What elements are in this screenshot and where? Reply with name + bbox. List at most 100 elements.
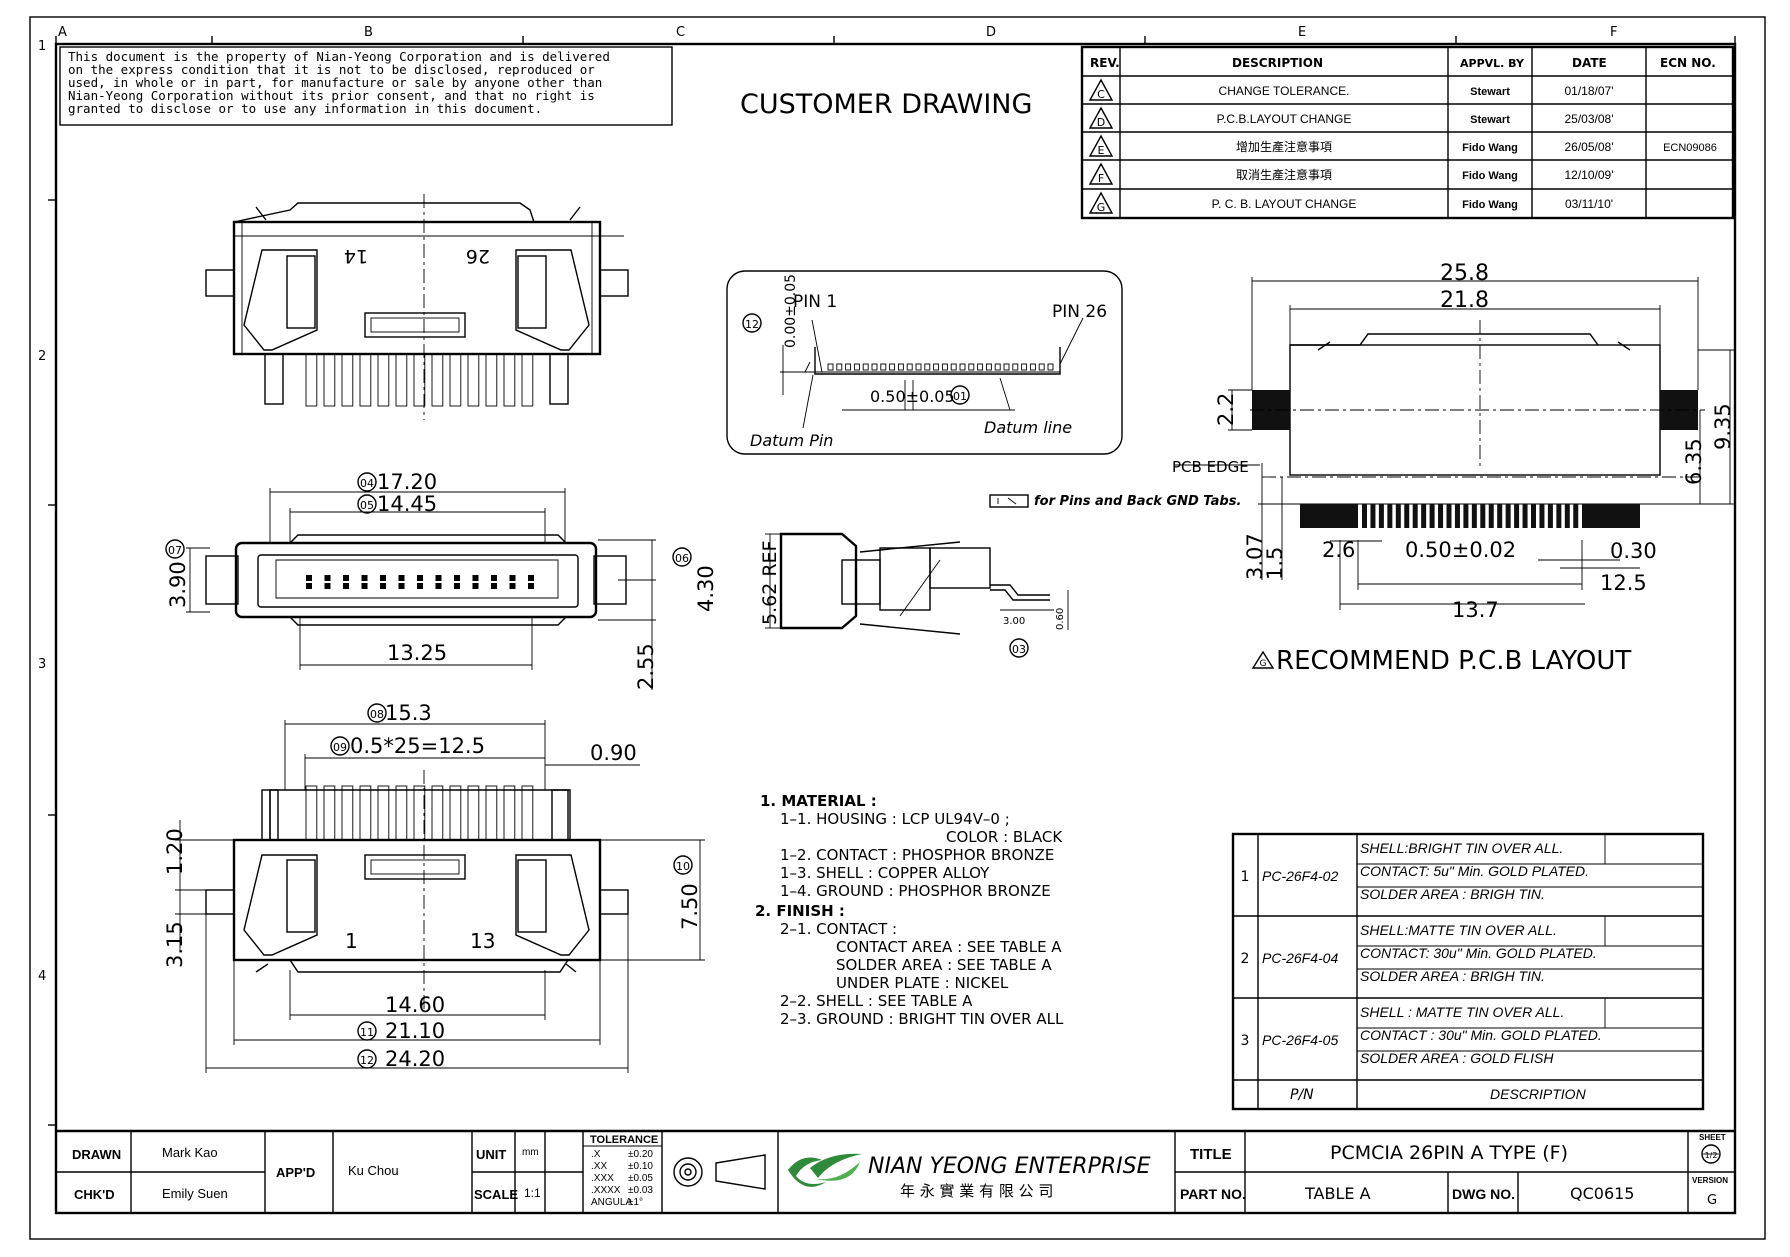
rev-description: P.C.B.LAYOUT CHANGE bbox=[1217, 112, 1352, 126]
pin-contact bbox=[467, 785, 480, 841]
pcb-pad bbox=[1531, 504, 1536, 528]
table-a-part-number: PC-26F4-05 bbox=[1262, 1032, 1338, 1048]
detail-pin bbox=[1021, 363, 1028, 371]
table-a-part-number: PC-26F4-04 bbox=[1262, 950, 1338, 966]
pcb-gnd-pad bbox=[1582, 504, 1640, 528]
zone-row: 2 bbox=[38, 349, 46, 364]
detail-pin bbox=[827, 363, 834, 371]
pcb-pad bbox=[1522, 504, 1528, 528]
balloon-12b: 12 bbox=[360, 1054, 374, 1067]
balloon-04: 04 bbox=[360, 477, 374, 490]
side-view: 5.62 REF 3.00 0.60 03 for Pins and Back … bbox=[759, 494, 1241, 658]
title-label: TITLE bbox=[1190, 1146, 1232, 1163]
pin-contact bbox=[359, 785, 372, 841]
zone-col: E bbox=[1298, 25, 1306, 40]
balloon-05: 05 bbox=[360, 499, 374, 512]
front-dim-4-30: 4.30 bbox=[694, 565, 718, 612]
rev-approved-by: Fido Wang bbox=[1462, 199, 1518, 211]
front-dim-14-45: 14.45 bbox=[377, 492, 437, 516]
tolerance-value: ±0.03 bbox=[628, 1185, 653, 1196]
pcb-pad bbox=[1446, 504, 1452, 528]
front-view: 17.20 04 14.45 05 13.25 3.90 07 4.30 06 … bbox=[165, 470, 718, 690]
zone-col: D bbox=[986, 25, 996, 40]
front-pin-dot bbox=[528, 575, 534, 581]
bottom-dim-14-60: 14.60 bbox=[385, 993, 445, 1017]
bottom-dim-0-90: 0.90 bbox=[590, 741, 637, 765]
detail-pin bbox=[1047, 363, 1054, 371]
front-pin-dot bbox=[398, 575, 405, 581]
pin-contact bbox=[377, 353, 390, 407]
dwg-value: QC0615 bbox=[1570, 1184, 1634, 1203]
zone-row: 3 bbox=[38, 657, 46, 672]
pcb-dim-6-35: 6.35 bbox=[1682, 438, 1706, 485]
front-pin-dot bbox=[472, 575, 479, 581]
pcb-pad bbox=[1362, 504, 1367, 528]
svg-text:on the express condition tha: on the express condition that it is not … bbox=[68, 62, 595, 77]
drawn-value: Mark Kao bbox=[162, 1145, 218, 1160]
front-pin-dot bbox=[306, 583, 312, 589]
unit-label: UNIT bbox=[476, 1147, 506, 1162]
bottom-dim-7-50: 7.50 bbox=[678, 883, 702, 930]
dwg-label: DWG NO. bbox=[1452, 1186, 1515, 1202]
rev-triangle-icon bbox=[1088, 191, 1114, 214]
rev-triangle-icon bbox=[1088, 134, 1114, 157]
table-a-row-number: 2 bbox=[1241, 951, 1250, 967]
pin-contact bbox=[503, 353, 516, 407]
table-a-row-number: 3 bbox=[1241, 1033, 1250, 1049]
bottom-dim-15-3: 15.3 bbox=[385, 701, 432, 725]
detail-pin bbox=[871, 363, 878, 371]
front-pin-dot bbox=[306, 575, 312, 581]
pin-contact bbox=[485, 353, 498, 407]
zone-row: 4 bbox=[38, 969, 46, 984]
balloon-11: 11 bbox=[360, 1026, 374, 1039]
detail-pin bbox=[845, 363, 852, 371]
balloon-12: 12 bbox=[745, 318, 759, 331]
front-dim-17-20: 17.20 bbox=[377, 470, 437, 494]
rev-triangle-icon bbox=[1088, 78, 1114, 101]
pcb-rev-marker: G bbox=[1260, 659, 1267, 669]
table-a-pn-header: P/N bbox=[1290, 1087, 1314, 1103]
rev-letter: D bbox=[1097, 116, 1105, 129]
revision-table: REV. DESCRIPTION APPVL. BY DATE ECN NO. bbox=[1080, 45, 1735, 220]
pcb-pad bbox=[1463, 504, 1469, 528]
pin-contact bbox=[431, 353, 444, 407]
tolerance-key: .XX bbox=[591, 1161, 607, 1172]
detail-pin bbox=[1029, 363, 1036, 371]
table-a-description-line: SOLDER AREA : BRIGH TIN. bbox=[1360, 968, 1545, 984]
bottom-pin-label-right: 13 bbox=[470, 929, 495, 953]
balloon-09: 09 bbox=[333, 741, 347, 754]
svg-text:SOLDER AREA : SEE TABLE A: SOLDER AREA : SEE TABLE A bbox=[836, 956, 1052, 974]
rev-triangle-icon bbox=[1088, 162, 1114, 185]
pin-contact bbox=[503, 785, 516, 841]
front-dim-2-55: 2.55 bbox=[634, 643, 658, 690]
detail-pin bbox=[862, 363, 869, 371]
detail-pin bbox=[950, 363, 957, 371]
pin-contact bbox=[305, 785, 318, 841]
table-a-description-line: CONTACT: 30u" Min. GOLD PLATED. bbox=[1360, 945, 1597, 961]
rev-header: DESCRIPTION bbox=[1232, 56, 1323, 70]
front-pin-dot bbox=[509, 583, 516, 589]
tolerance-value: ±0.10 bbox=[628, 1161, 653, 1172]
detail-pin1: PIN 1 bbox=[793, 292, 837, 312]
pcb-pad bbox=[1412, 504, 1418, 528]
detail-datum-pin: Datum Pin bbox=[750, 431, 833, 450]
appd-label: APP'D bbox=[276, 1165, 315, 1180]
svg-text:COLOR : BLACK: COLOR : BLACK bbox=[946, 828, 1063, 846]
detail-pin bbox=[941, 363, 948, 371]
pcb-dim-2-6: 2.6 bbox=[1322, 538, 1355, 562]
rev-description: 增加生產注意事項 bbox=[1236, 139, 1332, 154]
chkd-value: Emily Suen bbox=[162, 1186, 228, 1201]
drawing-title: PCMCIA 26PIN A TYPE (F) bbox=[1330, 1142, 1568, 1164]
drawn-label: DRAWN bbox=[72, 1147, 121, 1162]
front-dim-3-90: 3.90 bbox=[166, 561, 190, 608]
detail-pin bbox=[889, 363, 896, 371]
pcb-pad bbox=[1370, 504, 1376, 528]
pcb-pad bbox=[1556, 504, 1562, 528]
inner-frame bbox=[54, 42, 1737, 1215]
pcb-pad bbox=[1573, 504, 1579, 528]
zone-row: 1 bbox=[38, 39, 46, 54]
pcb-pad bbox=[1505, 504, 1511, 528]
balloon-03: 03 bbox=[1012, 643, 1026, 656]
pin-contact bbox=[413, 353, 426, 407]
front-pin-dot bbox=[398, 583, 405, 589]
